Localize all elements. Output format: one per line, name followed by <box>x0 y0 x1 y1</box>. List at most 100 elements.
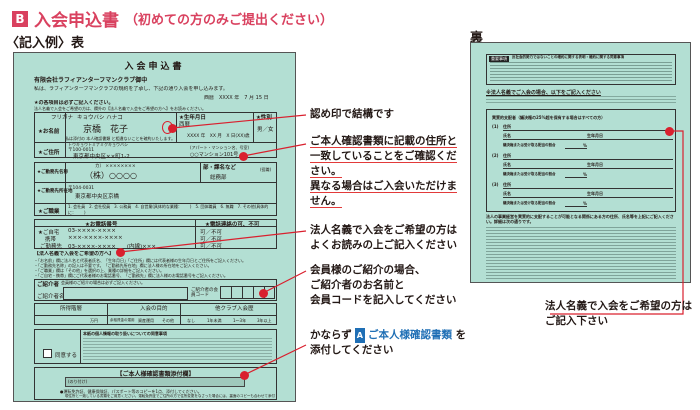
entry-line <box>565 206 587 207</box>
sex-value: 男／女 <box>257 127 274 133</box>
callout-line: 会員コードを記入してください <box>310 294 457 306</box>
id-attachment-box: 【ご本人様確認書類添付欄】 (のり付け) ●運転免許証、健康保険証、パスポート等… <box>34 367 277 400</box>
work-postal: 〒104-0031 <box>68 186 95 191</box>
front-form-sample: 入会申込書 有限会社ラフィアンターフマンクラブ御中 私は、ラフィアンターフマンク… <box>13 52 296 402</box>
entry-ratio-label: 議決権または受け取る配当の割合 <box>503 143 556 147</box>
date: 西暦 XXXX 年 7 月 15 日 <box>204 95 269 101</box>
contact-work: 可／不可 <box>200 244 223 250</box>
entry-line <box>503 139 673 140</box>
entry-address-label: 住所 <box>503 182 511 187</box>
callout-marker-attach <box>240 371 249 380</box>
callout-marker-seal <box>168 124 177 133</box>
address-furigana: トウキョウトミナミクキョウバシ <box>68 142 128 147</box>
position-value: 総務部 <box>210 175 227 181</box>
consent-checkbox-label: 同意する <box>55 353 78 359</box>
callout-referrer: 会員様のご紹介の場合、 ご紹介者のお名前と 会員コードを記入してください <box>310 263 456 308</box>
survey-cell: なし <box>187 318 195 323</box>
survey-cell: 1〜3年 <box>233 318 247 323</box>
referrer-code-label: ご紹介者の会員コード <box>191 288 218 298</box>
work-address-value: 東京都中央区京橋 <box>75 194 120 200</box>
consent-checkbox[interactable] <box>43 349 52 358</box>
notice-title: 反社会的勢力ではないことの確約に関する表明・確約に関する同意事項 <box>512 55 624 59</box>
corp-title: ※法人名義でご入会の場合、以下をご記入ください <box>486 90 601 96</box>
callout-marker-back <box>665 127 674 136</box>
referrer-name-label: ご紹介者名 <box>37 294 65 300</box>
referrer-note: 会員様のご紹介の場合は必ずご記入ください。 <box>61 280 145 285</box>
phone-header: ★お電話番号 <box>85 222 118 228</box>
postal-code: 〒100-0011 <box>68 148 95 153</box>
notice-tag: 重要事項 <box>489 56 509 62</box>
referrer-name-input <box>63 287 188 300</box>
callout-text: を <box>455 329 467 341</box>
dob-value: XXXX 年 XX 月 X 日(XX)歳 <box>187 134 250 139</box>
work-table: ★ご勤務先名称 カ） ×××××××× （株）○○○○ 部・課名など (役職) … <box>34 162 277 216</box>
entry-number: (3) <box>492 182 499 187</box>
corp-note: 法人名義で入会をご希望の方は、欄外の【法人名義で入会をご希望の方へ】をお読みくだ… <box>34 106 206 111</box>
survey-cell: その他 <box>162 318 174 323</box>
work-address-label: ★ご勤務先所在地 <box>37 189 73 194</box>
intro-text: 私は、ラフィアンターフマンクラブの規約を了承し、下記の通り入会を申し込みます。 <box>34 86 228 92</box>
contact-header: ★電話連絡の可、不可 <box>205 222 260 228</box>
callout-line: せん。 <box>310 195 342 208</box>
callout-line: ご紹介者のお名前と <box>310 279 405 291</box>
sex-label: ★性別 <box>256 115 272 121</box>
callout-line: 法人名義で入会をご希望の方は <box>545 300 692 312</box>
mobile-value: ×××-××××-×××× <box>68 235 123 241</box>
callout-line: 一致していることをご確認くだ <box>310 150 457 163</box>
callout-marker-address <box>239 152 248 161</box>
subtitle-text: （初めての方のみご提出ください） <box>125 13 334 28</box>
survey-cell: 余裕資金の運用 <box>110 318 135 322</box>
corp-line: ・「ご職業」欄は「その他」を選択の上、業種の詳細をご記入ください。 <box>34 268 164 273</box>
apartment-value: ○○マンション101号 <box>190 152 239 158</box>
mobile-label: 携帯 <box>45 237 57 243</box>
id-documents-link[interactable]: ご本人様確認書類 <box>368 329 452 341</box>
callout-address: ご本人確認書類に記載の住所と 一致していることをご確認くだ さい。 異なる場合は… <box>310 134 457 209</box>
attach-area: (のり付け) <box>65 377 245 387</box>
section-badge: B <box>12 10 28 27</box>
name-label: ★お名前 <box>38 129 60 135</box>
work-name-value: （株）○○○○ <box>85 171 137 180</box>
address-value: 東京都中央区××町1-2 <box>73 154 130 160</box>
apartment-label: (アパート・マンション名、号室) <box>190 145 250 150</box>
callout-line: ご記入下さい <box>545 315 608 327</box>
callout-seal: 認め印で結構です <box>310 108 394 120</box>
work-name-label: ★ご勤務先名称 <box>37 170 69 175</box>
required-note: ★の各項目は必ずご記入ください。 <box>34 100 114 106</box>
entry-number: (1) <box>492 124 499 129</box>
owner-title: 実質的支配者（議決権の25%超を保有する場合はすべての方） <box>492 115 606 120</box>
phone-table: ★お電話番号 ★電話連絡の可、不可 ★ご自宅 携帯 ご勤務先 03-××××-×… <box>34 219 277 250</box>
entry-ratio-label: 議決権または受け取る配当の割合 <box>503 201 556 205</box>
callout-line: 会員様のご紹介の場合、 <box>310 264 426 276</box>
entry-ratio-label: 議決権または受け取る配当の割合 <box>503 172 556 176</box>
entry-address-label: 住所 <box>503 124 511 129</box>
corp-line: ・「ご自宅・携帯」欄にご代表者様のお電話番号、「ご勤務先」欄に法人様のお電話番号… <box>34 273 228 278</box>
work-phone-label: ご勤務先 <box>40 244 63 250</box>
callout-line: 法人名義で入会をご希望の方は <box>310 224 457 236</box>
attach-placeholder: (のり付け) <box>68 379 88 384</box>
consent-text: 本紙の個人情報の取り扱いについての同意事項 <box>83 331 167 336</box>
form-title: 入会申込書 <box>124 62 185 72</box>
callout-line: さい。 <box>310 165 342 178</box>
position-label: 部・課名など <box>203 165 237 171</box>
entry-line <box>503 159 673 160</box>
survey-cell: 資産運用 <box>138 318 154 323</box>
entry-name-label: 氏名 <box>503 191 511 196</box>
entry-name-label: 氏名 <box>503 133 511 138</box>
home-phone-label: ★ご自宅 <box>38 230 60 236</box>
entry-line <box>503 188 673 189</box>
survey-header: 入会の目的 <box>140 306 168 312</box>
attach-title: 【ご本人様確認書類添付欄】 <box>116 371 195 378</box>
referrer-label: ご紹介者 <box>37 282 60 288</box>
job-label: ★ご職業 <box>38 209 60 215</box>
beneficial-owner-box: 実質的支配者（議決権の25%超を保有する場合はすべての方） (1)住所氏名生年月… <box>486 109 676 212</box>
callout-text: かならず <box>310 329 352 341</box>
name-value: 京橋 花子 <box>83 125 129 135</box>
entry-percent: % <box>583 143 588 148</box>
callout-corp: 法人名義で入会をご希望の方は よくお読みの上ご記入ください <box>310 223 457 253</box>
survey-cell: 万円 <box>90 318 98 323</box>
survey-header: 他クラブ入会歴 <box>215 306 254 312</box>
survey-cell: 3年以上 <box>257 318 272 323</box>
entry-line <box>503 168 673 169</box>
callout-line: よくお読みの上ご記入ください <box>310 239 457 251</box>
